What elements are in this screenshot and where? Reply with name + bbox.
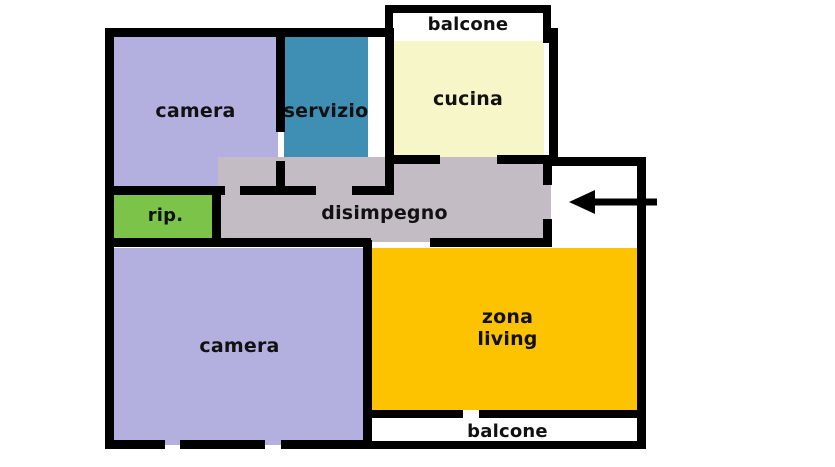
wall-disimpegno-bottom: [221, 238, 371, 247]
wall-camera-servizio-2: [276, 161, 285, 194]
wall-outer-right-lower: [637, 157, 646, 449]
wall-disimpegno-bottom2: [430, 238, 550, 247]
room-camera-top: camera: [113, 33, 278, 190]
room-rip: rip.: [113, 190, 218, 242]
wall-camera-top-bottom2: [240, 186, 285, 195]
wall-disimpegno-right: [543, 155, 552, 185]
room-label-camera-top: camera: [155, 99, 236, 122]
room-zona-living: zona living: [370, 248, 645, 410]
room-label-camera-bottom: camera: [199, 334, 280, 357]
room-label-zona-living: zona living: [477, 306, 538, 350]
room-label-cucina: cucina: [432, 88, 504, 111]
wall-servizio-cucina: [385, 28, 394, 194]
wall-camera-zona-living: [363, 240, 372, 445]
wall-step-horizontal: [549, 157, 645, 166]
wall-servizio-bottom: [284, 186, 316, 195]
room-disimpegno: disimpegno: [218, 157, 551, 242]
wall-outer-top-mid: [284, 28, 394, 37]
entrance-arrow: [565, 188, 657, 216]
wall-outer-right-upper: [549, 28, 558, 158]
wall-zona-living-bottom2: [479, 410, 646, 418]
wall-camera-top-bottom: [105, 186, 225, 195]
wall-camera-servizio: [276, 28, 285, 132]
wall-cucina-bottom: [385, 155, 440, 164]
room-camera-bottom: camera: [113, 248, 366, 445]
room-cucina: cucina: [392, 41, 544, 159]
room-label-disimpegno: disimpegno: [321, 201, 448, 224]
wall-zona-living-bottom: [363, 410, 463, 418]
room-label-balcone-top: balcone: [427, 13, 509, 35]
room-label-rip: rip.: [147, 204, 184, 226]
wall-balcone-bottom-bottom: [363, 441, 646, 449]
wall-balcone-top-left: [385, 5, 393, 43]
wall-balcone-top-top: [385, 5, 551, 13]
room-label-balcone-bottom: balcone: [467, 420, 548, 442]
wall-rip-right: [212, 186, 221, 246]
wall-outer-bottom-left: [105, 440, 165, 449]
wall-servizio-bottom2: [352, 186, 394, 195]
room-label-servizio: servizio: [283, 99, 369, 122]
room-balcone-top: balcone: [392, 8, 544, 42]
wall-outer-bottom-left2: [180, 440, 265, 449]
wall-balcone-top-right: [543, 5, 551, 43]
wall-outer-top-left: [105, 28, 280, 37]
wall-cucina-bottom2: [497, 155, 551, 164]
wall-outer-bottom-left3: [281, 440, 371, 449]
wall-disimpegno-right2: [543, 219, 552, 247]
wall-rip-bottom: [105, 238, 221, 247]
